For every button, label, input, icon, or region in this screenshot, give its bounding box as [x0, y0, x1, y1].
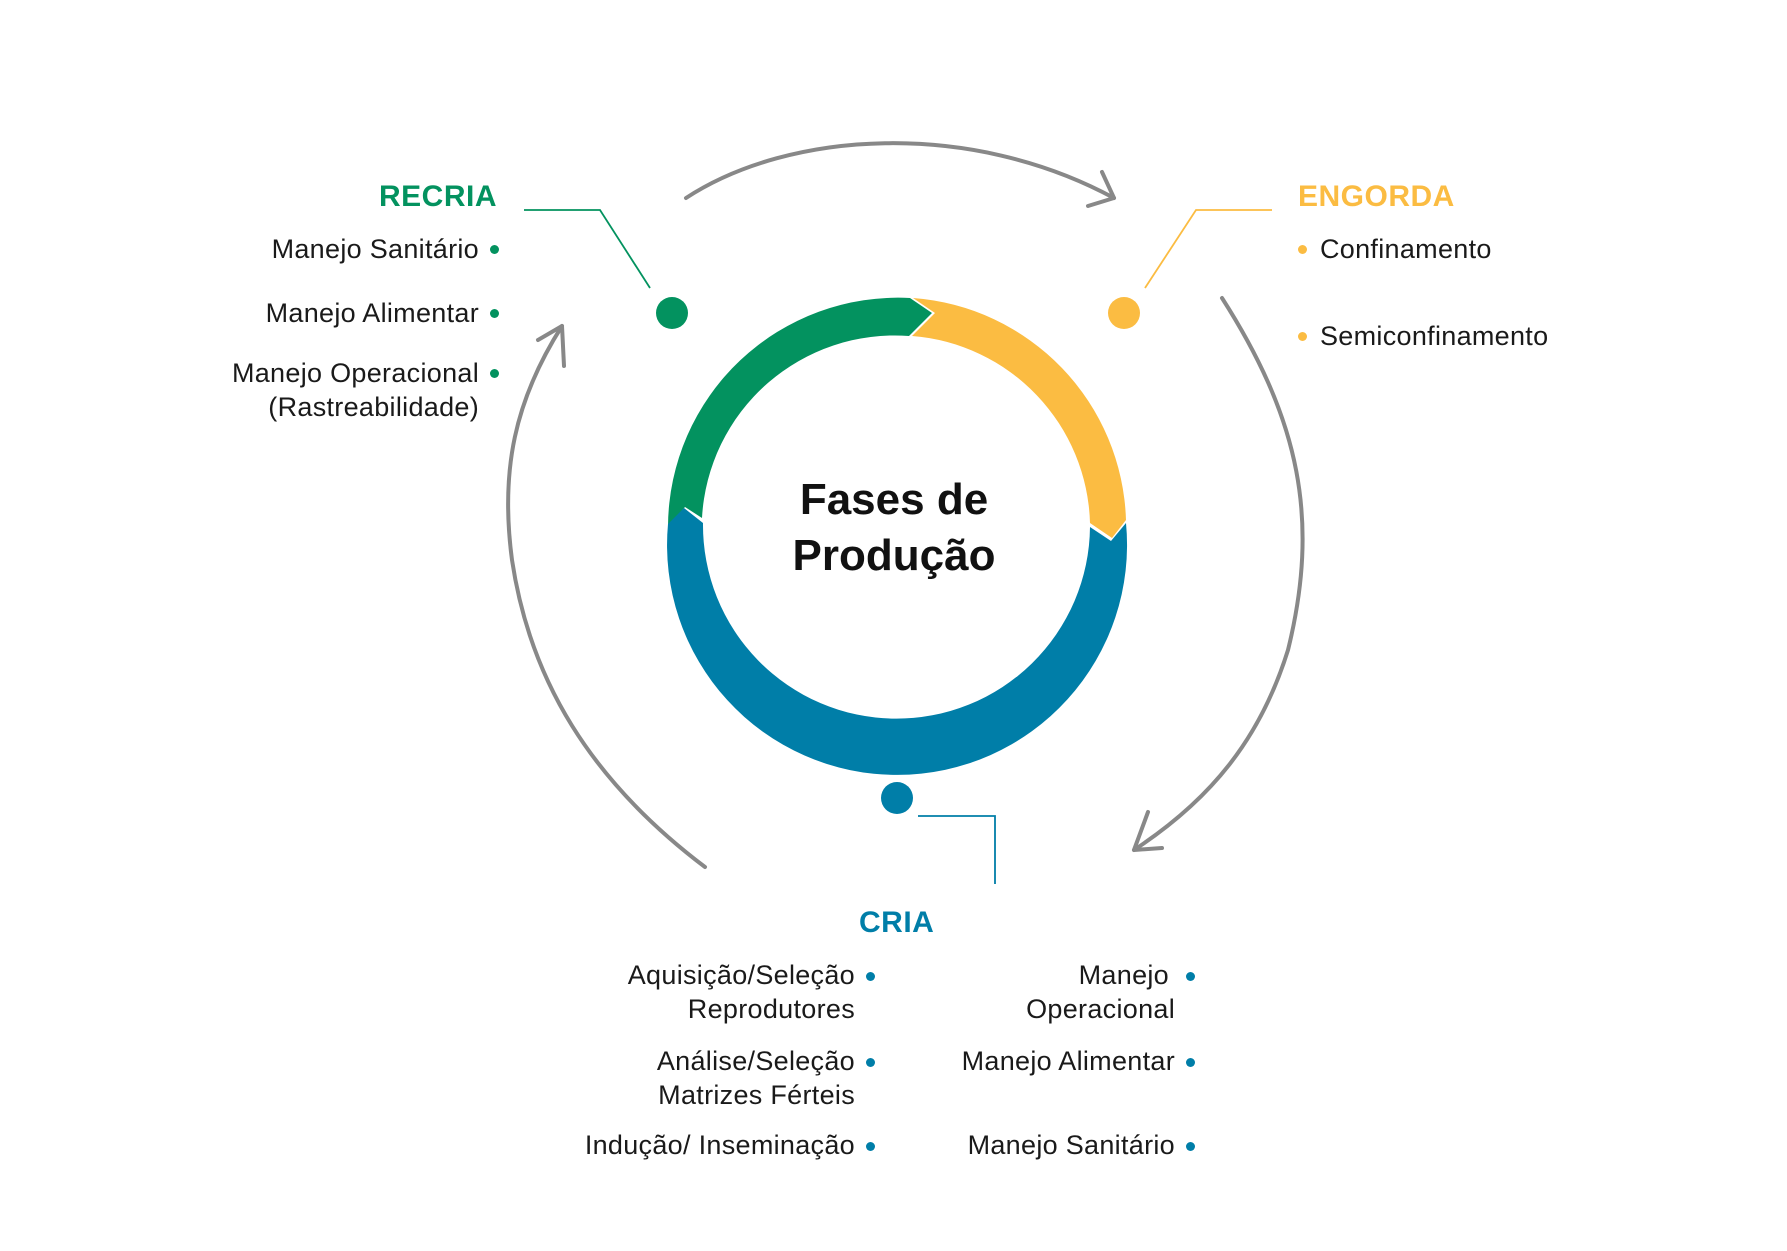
bullet-icon [866, 1058, 875, 1067]
cria-item-manejo-alimentar: Manejo Alimentar [961, 1046, 1175, 1076]
arrow-engorda-to-cria [1132, 296, 1305, 852]
bullet-icon [490, 369, 499, 378]
cria-leader-line [918, 815, 996, 884]
bullet-icon [490, 309, 499, 318]
cria-item-reprodutores: Reprodutores [687, 994, 855, 1024]
bullet-icon [866, 972, 875, 981]
title-line-2: Produção [792, 531, 996, 580]
cria-item-inducao: Indução/ Inseminação [584, 1130, 855, 1160]
engorda-item-semiconfinamento: Semiconfinamento [1320, 321, 1549, 351]
arrowhead-icon [1132, 810, 1164, 852]
bullet-icon [1298, 245, 1307, 254]
recria-heading: RECRIA [379, 180, 498, 213]
cria-item-analise: Análise/Seleção [656, 1046, 855, 1076]
cria-item-manejo-sanitario: Manejo Sanitário [967, 1130, 1175, 1160]
bullet-icon [490, 245, 499, 254]
bullet-icon [1298, 332, 1307, 341]
cria-item-manejo: Manejo [1078, 960, 1169, 990]
cria-item-aquisicao: Aquisição/Seleção [627, 960, 855, 990]
recria-leader-line [524, 209, 651, 289]
arrowhead-icon [536, 324, 566, 368]
ring-segment-cria [667, 508, 1128, 775]
recria-item-manejo-operacional: Manejo Operacional [231, 358, 479, 388]
arrow-cria-to-recria [506, 324, 707, 869]
bullet-icon [1186, 1058, 1195, 1067]
arrow-recria-to-engorda [684, 141, 1116, 200]
recria-marker [656, 297, 688, 329]
bullet-icon [1186, 1142, 1195, 1151]
recria-item-manejo-sanitario: Manejo Sanitário [271, 234, 479, 264]
engorda-leader-line [1144, 209, 1272, 289]
title-line-1: Fases de [799, 475, 989, 524]
arrowhead-icon [1086, 170, 1116, 208]
ring-segment-engorda [912, 298, 1126, 538]
engorda-item-confinamento: Confinamento [1320, 234, 1492, 264]
cria-item-matrizes: Matrizes Férteis [658, 1080, 855, 1110]
engorda-heading: ENGORDA [1298, 180, 1455, 213]
recria-item-manejo-alimentar: Manejo Alimentar [265, 298, 479, 328]
recria-item-rastreabilidade: (Rastreabilidade) [268, 392, 479, 422]
engorda-marker [1108, 297, 1140, 329]
bullet-icon [1186, 972, 1195, 981]
cria-item-operacional: Operacional [1026, 994, 1175, 1024]
cria-heading: CRIA [859, 906, 935, 939]
bullet-icon [866, 1142, 875, 1151]
ring-segment-recria [668, 297, 932, 526]
diagram-title: Fases de Produção [744, 472, 1044, 584]
cria-marker [881, 782, 913, 814]
